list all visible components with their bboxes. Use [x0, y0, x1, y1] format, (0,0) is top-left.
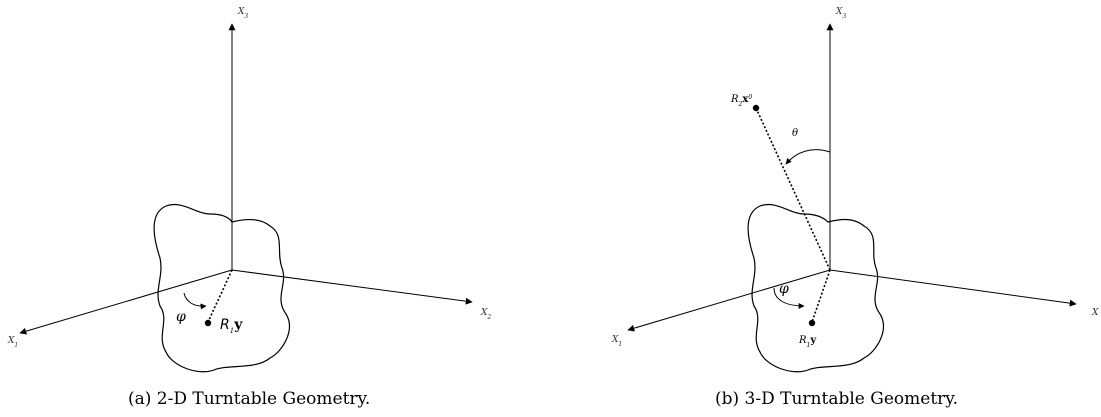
panel-b-x3-label: X3 — [835, 7, 846, 20]
panel-a-diagram: X3 X1 X2 φ R1y — [7, 7, 491, 373]
panel-b-theta-label: θ — [792, 128, 798, 139]
panel-b-source-label: R2x0 — [730, 94, 752, 108]
panel-b-axis-x1 — [627, 269, 831, 332]
panel-a-x2-label: X2 — [480, 308, 491, 321]
panel-b-source-point — [752, 104, 760, 112]
panel-b-object-outline — [747, 204, 885, 373]
panel-a-dotted-radius — [207, 269, 233, 323]
panel-a-x3-label: X3 — [237, 7, 248, 20]
panel-a-phi-arc — [183, 292, 207, 310]
panel-b-phi-arc — [773, 287, 805, 309]
panel-b-diagram: X3 X1 X θ φ R2x0 R1y — [611, 7, 1099, 373]
panel-a-x1-label: X1 — [7, 336, 18, 349]
panel-a-axis-x2 — [231, 269, 473, 305]
panel-a-caption: (a) 2-D Turntable Geometry. — [128, 389, 371, 409]
panel-a-point — [204, 319, 212, 327]
panel-a-point-label: R1y — [220, 317, 243, 335]
panel-a-axis-x1 — [19, 269, 233, 335]
panel-b-point-label: R1y — [798, 335, 817, 349]
panel-b-x2-label: X — [1091, 308, 1099, 318]
panel-b-x1-label: X1 — [611, 335, 622, 348]
panel-b-phi-label: φ — [779, 281, 789, 297]
panel-a-object-outline — [153, 204, 291, 373]
panel-b-caption: (b) 3-D Turntable Geometry. — [715, 389, 959, 409]
panel-b-dotted-radius — [811, 269, 831, 323]
panel-b-theta-arc — [785, 149, 831, 165]
panel-b-axis-x2 — [829, 269, 1077, 307]
panel-a-phi-label: φ — [176, 309, 186, 325]
panel-b-point — [808, 319, 816, 327]
panel-b-dotted-source — [755, 107, 831, 271]
